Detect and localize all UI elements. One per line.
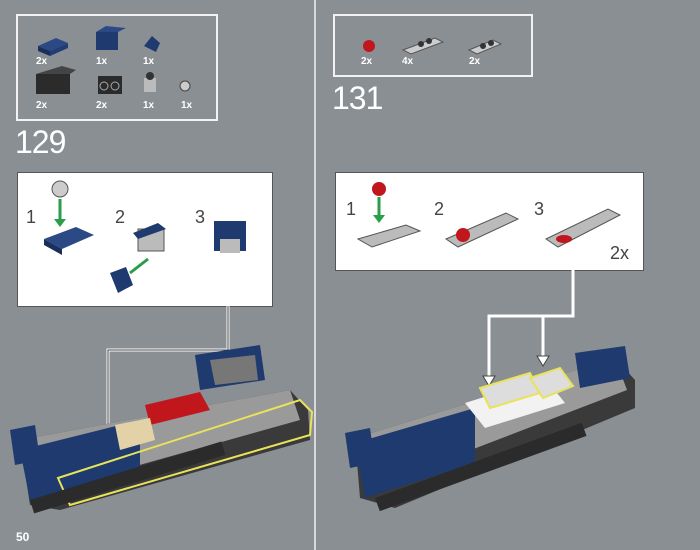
part-qty: 2x xyxy=(36,56,48,67)
substep-number: 3 xyxy=(195,207,206,227)
blue-brick-icon xyxy=(96,26,126,50)
substep-number: 1 xyxy=(26,207,37,227)
part-qty: 1x xyxy=(96,56,108,67)
substep-number: 2 xyxy=(115,207,126,227)
sub-assembly-callout: 1 2 3 2x xyxy=(335,172,644,271)
black-brick-icon xyxy=(36,66,76,94)
part-qty: 1x xyxy=(143,100,155,111)
grey-round-plate-icon xyxy=(179,80,191,92)
page-number: 50 xyxy=(16,530,30,544)
part-qty: 2x xyxy=(96,100,108,111)
substep-number: 1 xyxy=(346,199,357,219)
multiplier: 2x xyxy=(610,243,630,263)
red-round-plate-icon xyxy=(363,40,375,52)
model-step-129 xyxy=(10,306,314,514)
blue-slope-icon xyxy=(144,36,160,52)
callout-illustration xyxy=(356,182,622,248)
part-qty: 1x xyxy=(181,100,193,111)
callout-illustration xyxy=(44,180,246,293)
blue-plate-icon xyxy=(38,38,68,56)
part-qty: 2x xyxy=(36,100,48,111)
model-step-131 xyxy=(345,270,635,512)
grey-clip-plate-icon xyxy=(467,39,503,55)
sub-assembly-callout: 1 2 3 xyxy=(17,172,273,307)
parts-icons xyxy=(36,26,191,94)
part-qty: 4x xyxy=(402,56,414,67)
part-qty: 2x xyxy=(469,56,481,67)
black-technic-icon xyxy=(98,76,122,94)
part-qty: 2x xyxy=(361,56,373,67)
grey-plate-icon xyxy=(401,37,445,55)
substep-number: 2 xyxy=(434,199,445,219)
grey-bracket-icon xyxy=(144,72,156,92)
parts-list-129: 2x 1x 1x 2x 2x 1x 1x xyxy=(16,14,218,121)
part-qty: 1x xyxy=(143,56,155,67)
parts-list-131: 2x 4x 2x xyxy=(333,14,533,77)
parts-icons xyxy=(363,37,503,55)
page-divider xyxy=(314,0,316,550)
step-number: 131 xyxy=(332,80,383,116)
step-number: 129 xyxy=(15,124,66,160)
substep-number: 3 xyxy=(534,199,545,219)
